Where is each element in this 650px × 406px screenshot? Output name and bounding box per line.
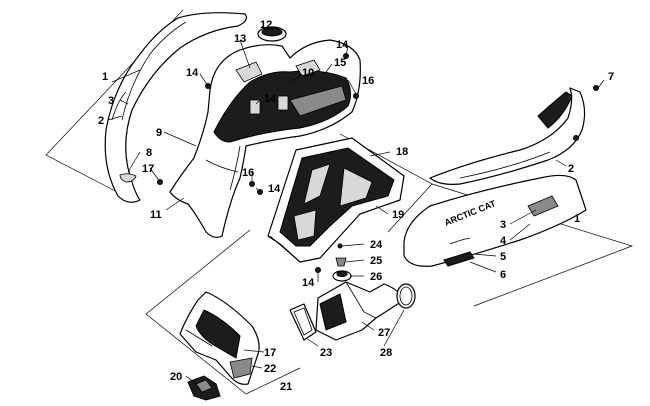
left-side-panel <box>104 12 248 203</box>
callout-13: 13 <box>234 33 246 45</box>
callout-27: 27 <box>378 327 390 339</box>
callout-18: 18 <box>396 146 408 158</box>
callout-14: 14 <box>302 277 315 289</box>
callout-28: 28 <box>380 347 392 359</box>
callout-2: 2 <box>98 115 104 127</box>
callout-14: 14 <box>268 183 281 195</box>
callout-16: 16 <box>242 167 254 179</box>
callout-21: 21 <box>280 381 292 393</box>
callout-3: 3 <box>108 95 114 107</box>
callout-15: 15 <box>334 57 346 69</box>
callout-8: 8 <box>146 147 152 159</box>
callout-6: 6 <box>500 269 506 281</box>
callout-1: 1 <box>574 213 580 225</box>
right-side-panel: ARCTIC CAT <box>403 174 587 267</box>
callout-4: 4 <box>500 235 507 247</box>
callout-1: 1 <box>102 71 108 83</box>
lower-fascia <box>179 291 260 385</box>
callout-12: 12 <box>260 19 272 31</box>
headlight-cap <box>257 26 287 42</box>
air-duct <box>315 281 405 341</box>
callout-14: 14 <box>336 39 349 51</box>
callout-labels: 1 2 3 8 17 9 11 14 13 12 10 14 14 15 16 … <box>98 19 614 393</box>
mounting-bracket <box>187 375 221 401</box>
callout-5: 5 <box>500 251 506 263</box>
callout-2: 2 <box>568 163 574 175</box>
callout-23: 23 <box>320 347 332 359</box>
grommet <box>332 257 352 282</box>
callout-17: 17 <box>142 163 154 175</box>
callout-24: 24 <box>370 239 383 251</box>
callout-10: 10 <box>302 67 314 79</box>
air-intake-box <box>267 137 405 263</box>
callout-9: 9 <box>156 127 162 139</box>
bracket-lower-fascia <box>145 229 301 395</box>
front-hood <box>169 39 361 238</box>
callout-3: 3 <box>500 219 506 231</box>
callout-14: 14 <box>186 67 199 79</box>
right-upper-panel <box>429 87 586 185</box>
clamp-ring <box>396 283 416 309</box>
callout-26: 26 <box>370 271 382 283</box>
callout-20: 20 <box>170 371 182 383</box>
callout-22: 22 <box>264 363 276 375</box>
callout-14: 14 <box>264 93 277 105</box>
callout-16: 16 <box>362 75 374 87</box>
callout-17: 17 <box>264 347 276 359</box>
leader-lines <box>107 25 605 385</box>
callout-7: 7 <box>608 71 614 83</box>
callout-25: 25 <box>370 255 382 267</box>
callout-19: 19 <box>392 209 404 221</box>
callout-11: 11 <box>150 209 162 221</box>
intake-seal <box>289 303 317 341</box>
